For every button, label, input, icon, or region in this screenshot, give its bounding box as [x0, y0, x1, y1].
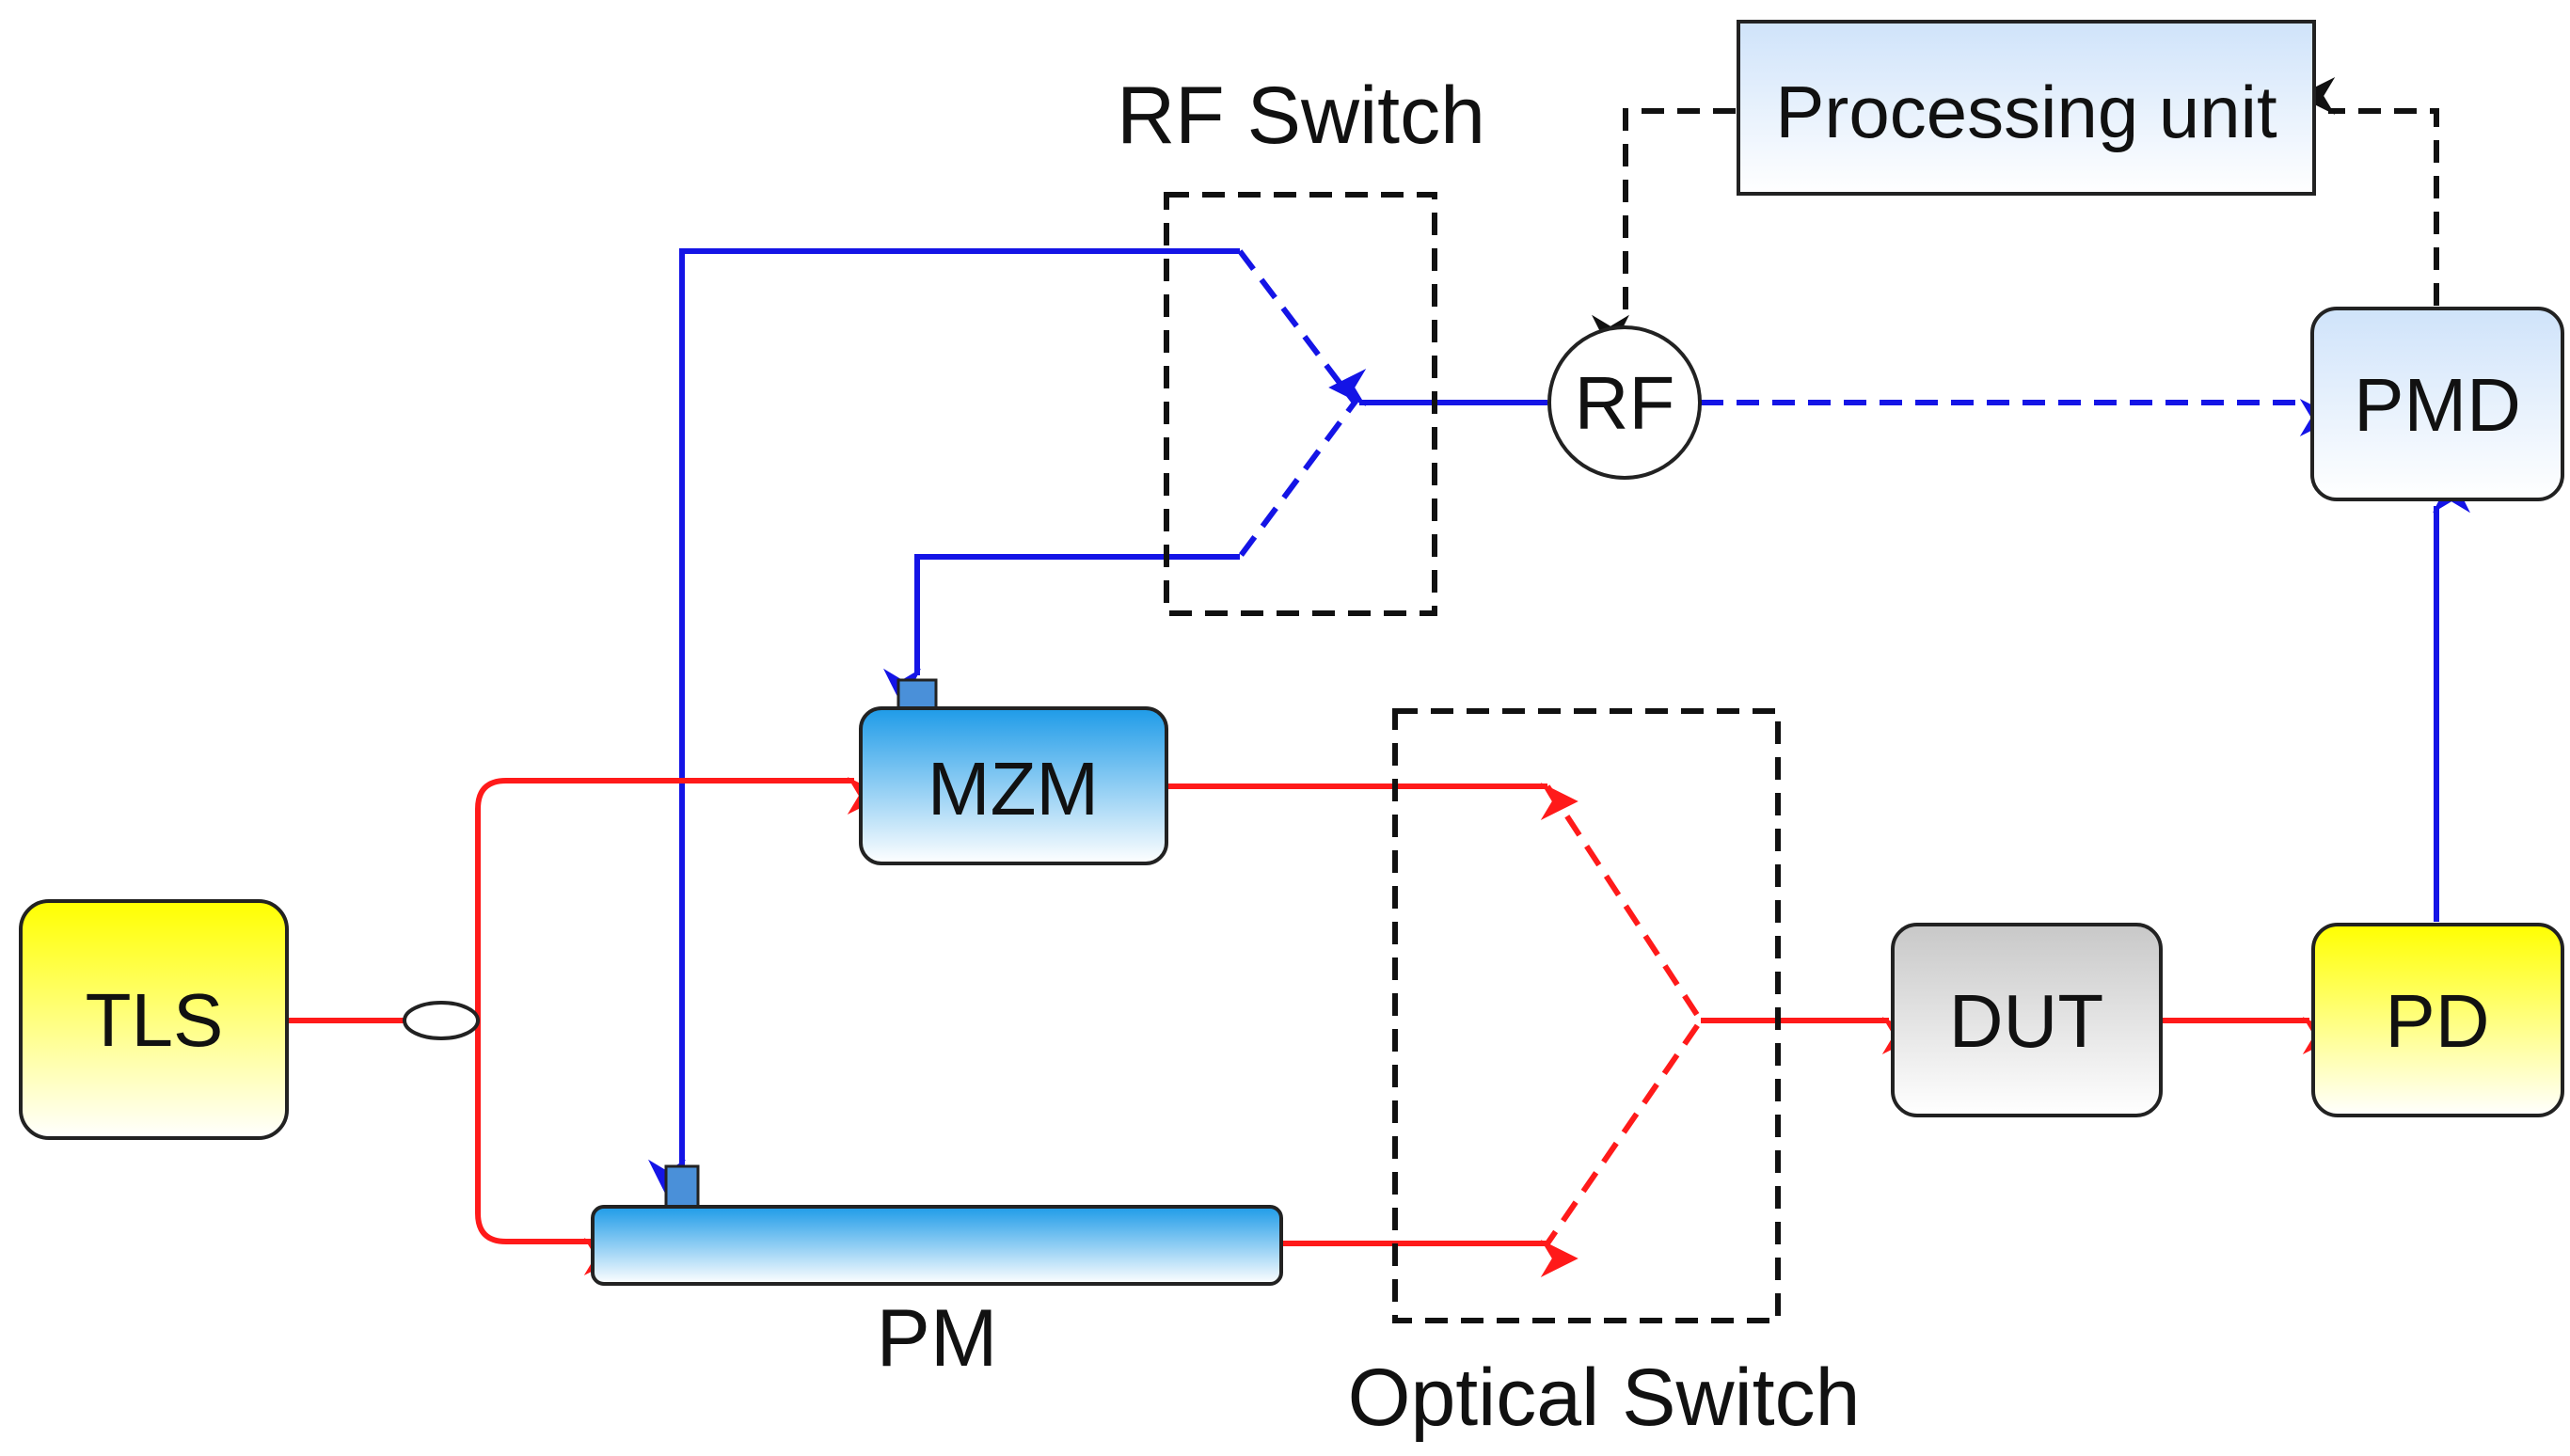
- tls-block: TLS: [19, 899, 289, 1140]
- pm-label: PM: [877, 1293, 998, 1384]
- svg-text:MZM: MZM: [928, 747, 1099, 831]
- optical-switch-arms: [1545, 784, 1705, 1245]
- optical-switch-label: Optical Switch: [1348, 1353, 1861, 1443]
- rf-source-circle: RF: [1547, 325, 1702, 480]
- mzm-block: MZM: [859, 678, 1168, 865]
- rf-switch-label: RF Switch: [1117, 71, 1485, 161]
- svg-text:PD: PD: [2385, 979, 2489, 1063]
- svg-text:PMD: PMD: [2354, 363, 2521, 447]
- control-paths: [1592, 77, 2439, 353]
- dut-block: DUT: [1891, 923, 2163, 1117]
- svg-text:Processing unit: Processing unit: [1775, 71, 2277, 153]
- rf-switch-arms: [1237, 249, 2338, 559]
- pd-block: PD: [2311, 923, 2564, 1117]
- rf-switch-to-mzm-line: [883, 554, 1240, 706]
- rf-switch-to-pm-line: [648, 248, 1240, 1197]
- processing-unit-block: Processing unit: [1737, 20, 2316, 196]
- optical-paths: [287, 777, 2340, 1277]
- svg-text:RF: RF: [1575, 361, 1675, 445]
- split-to-pm-line: [475, 1021, 622, 1275]
- svg-text:DUT: DUT: [1949, 979, 2103, 1063]
- processing-to-rf-line: [1592, 108, 1736, 353]
- pmd-block: PMD: [2310, 307, 2564, 501]
- splitter-coupler: [403, 1001, 480, 1040]
- pm-block: [591, 1164, 1283, 1286]
- rf-paths: [648, 248, 2470, 1197]
- optical-switch-box: [1392, 708, 1781, 1323]
- rf-switch-box: [1164, 192, 1437, 616]
- pmd-to-processing-line: [2297, 77, 2439, 306]
- svg-text:TLS: TLS: [86, 978, 224, 1062]
- split-to-mzm-line: [475, 777, 885, 1021]
